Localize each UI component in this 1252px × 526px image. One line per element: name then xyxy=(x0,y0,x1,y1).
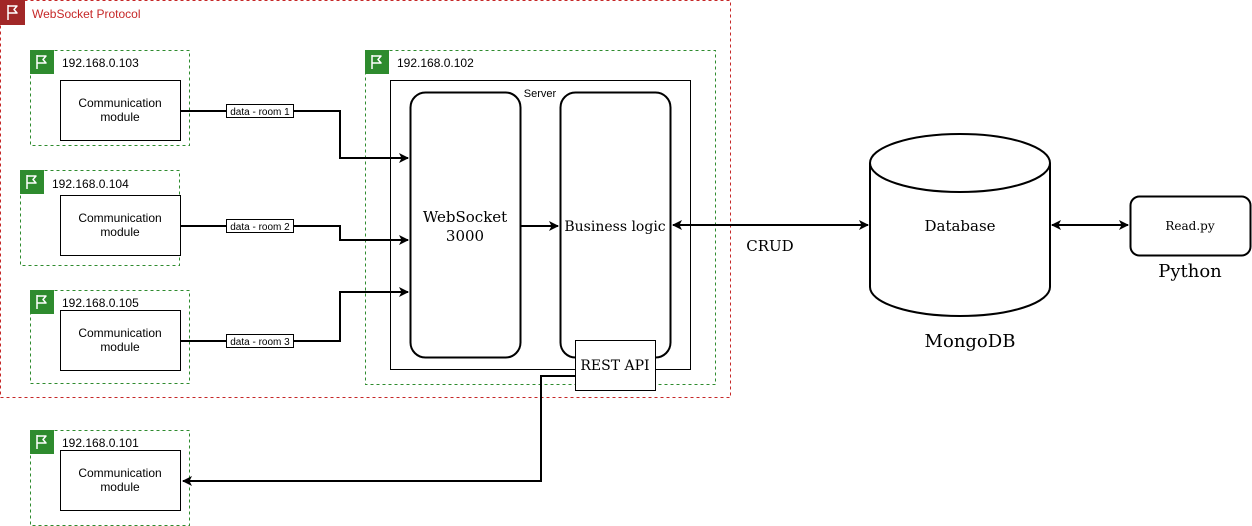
communication-module[interactable] xyxy=(60,310,181,371)
module-label-line2: module xyxy=(100,480,140,494)
ip-label: 192.168.0.101 xyxy=(62,436,139,450)
mongodb-caption: MongoDB xyxy=(925,331,1016,352)
flag-icon xyxy=(0,0,25,25)
flag-icon xyxy=(30,50,54,74)
business-logic-label: Business logic xyxy=(564,219,665,235)
module-label-line1: Communication xyxy=(78,466,161,480)
module-label-line2: module xyxy=(100,225,140,239)
websocket-label-line2: 3000 xyxy=(446,227,484,245)
subnet-node-105: 192.168.0.105 Communication module xyxy=(30,290,190,384)
link-label: data - room 2 xyxy=(230,222,290,233)
module-label-line2: module xyxy=(100,110,140,124)
module-label-line1: Communication xyxy=(78,96,161,110)
ip-label: 192.168.0.102 xyxy=(397,56,474,70)
websocket-label-line1: WebSocket xyxy=(423,208,507,226)
flag-icon xyxy=(30,430,54,454)
ip-label: 192.168.0.103 xyxy=(62,56,139,70)
room-link-3: data - room 3 xyxy=(180,287,409,348)
rest-api[interactable] xyxy=(575,340,656,391)
rest-api-label: REST API xyxy=(580,358,649,374)
flag-icon xyxy=(20,170,44,194)
communication-module[interactable] xyxy=(60,80,181,141)
database-label: Database xyxy=(924,217,995,235)
communication-module[interactable] xyxy=(60,450,181,511)
subnet-node-103: 192.168.0.103 Communication module xyxy=(30,50,190,146)
group-label: WebSocket Protocol xyxy=(32,7,141,21)
module-label-line2: module xyxy=(100,340,140,354)
flag-icon xyxy=(365,50,389,74)
room-link-2: data - room 2 xyxy=(180,219,409,245)
subnet-node-101: 192.168.0.101 Communication module xyxy=(30,430,190,526)
python-caption: Python xyxy=(1158,261,1222,282)
rest-to-node-arrow xyxy=(182,375,576,486)
flag-icon xyxy=(30,290,54,314)
module-label-line1: Communication xyxy=(78,326,161,340)
database-cylinder[interactable]: Database xyxy=(869,133,1051,317)
room-link-1: data - room 1 xyxy=(180,104,409,163)
read-py-label: Read.py xyxy=(1165,219,1214,233)
websocket-protocol-group: WebSocket Protocol xyxy=(0,0,731,398)
crud-label: CRUD xyxy=(746,237,793,255)
link-label: data - room 3 xyxy=(230,337,290,348)
subnet-server-102: 192.168.0.102 Server WebSocket 3000 Busi… xyxy=(365,50,716,391)
server-label: Server xyxy=(524,88,557,100)
ip-label: 192.168.0.104 xyxy=(52,177,129,191)
module-label-line1: Communication xyxy=(78,211,161,225)
link-label: data - room 1 xyxy=(230,107,290,118)
subnet-node-104: 192.168.0.104 Communication module xyxy=(20,170,181,266)
communication-module[interactable] xyxy=(60,195,181,256)
ip-label: 192.168.0.105 xyxy=(62,296,139,310)
read-py-box[interactable] xyxy=(1129,195,1252,257)
